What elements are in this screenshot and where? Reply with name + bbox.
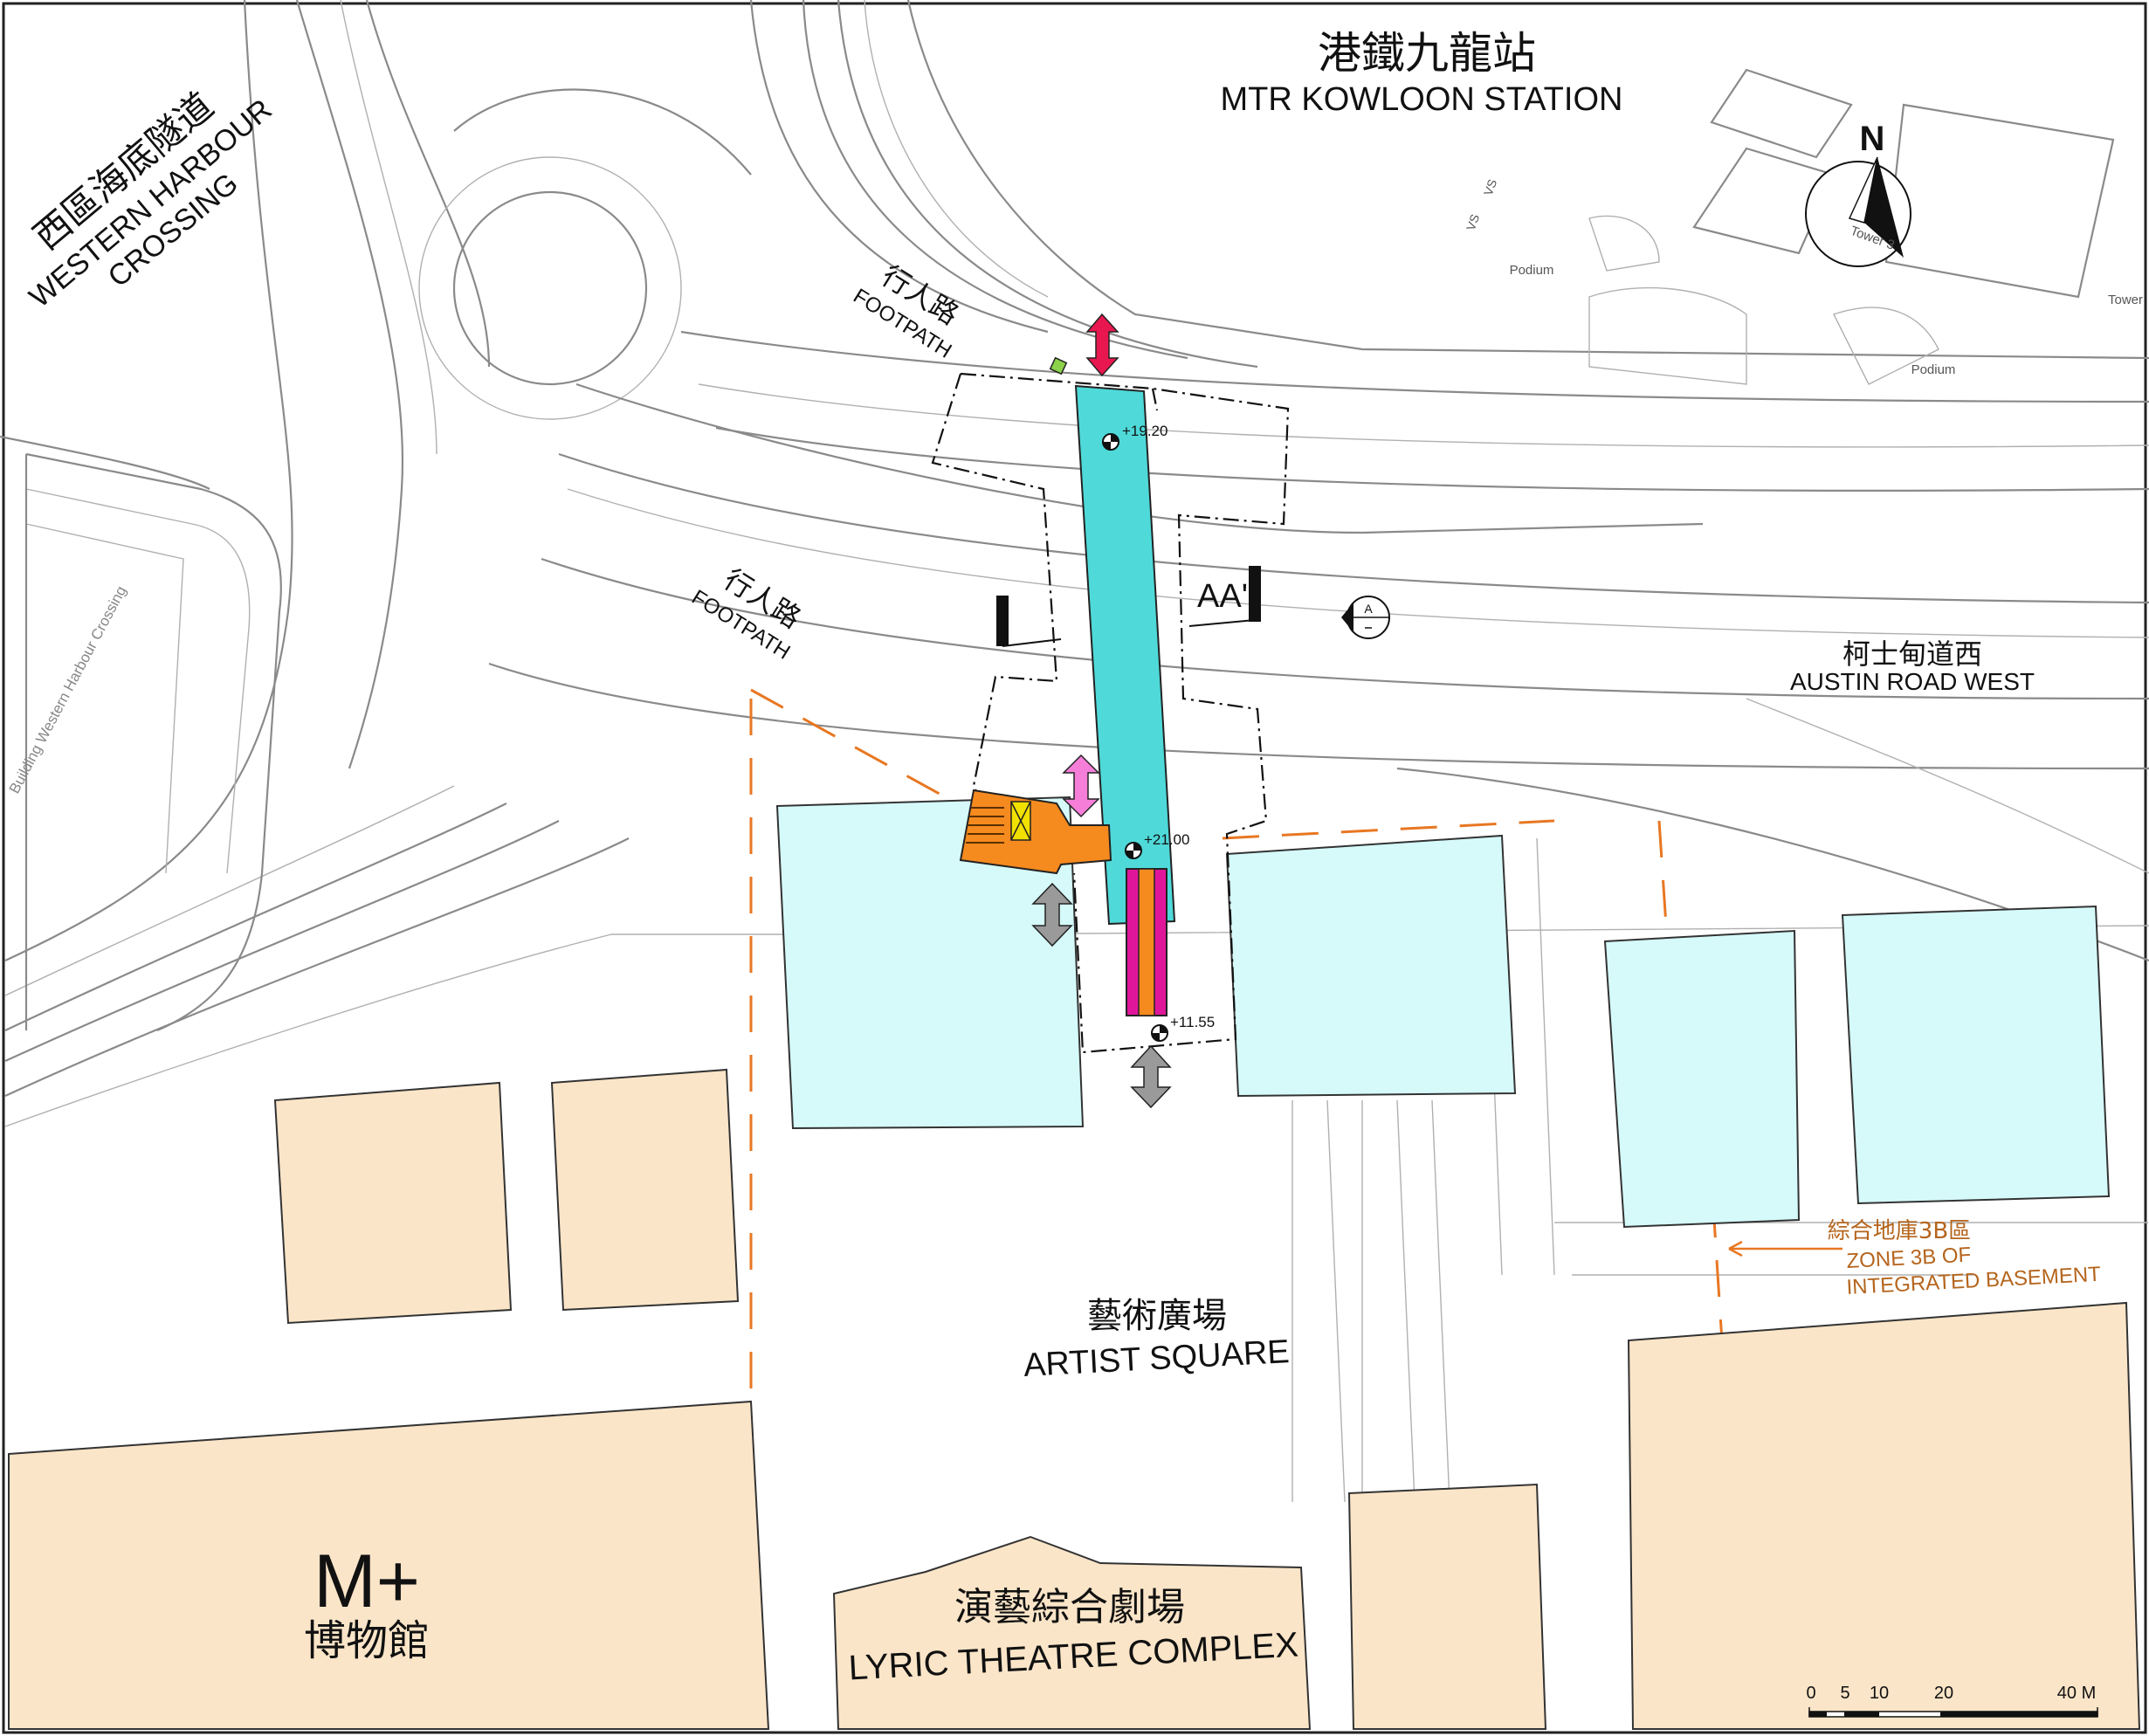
- scale-tick-5: 5: [1840, 1684, 1849, 1703]
- artist-square-zh: 藝術廣場: [1087, 1296, 1227, 1336]
- grey-access-arrow-bottom: [1130, 1044, 1172, 1109]
- plot-right: [1225, 834, 1517, 1098]
- level-marker-icon: [1151, 1024, 1168, 1042]
- austin-road-en: AUSTIN ROAD WEST: [1790, 668, 2035, 695]
- building-block-4: [1627, 1301, 2141, 1730]
- north-label: N: [1860, 120, 1885, 158]
- footbridge-deck: [1074, 384, 1176, 926]
- mplus-museum-building: [8, 1400, 770, 1730]
- stair-lift-structure: [959, 789, 1112, 875]
- kowloon-station-zh: 港鐵九龍站: [1318, 28, 1536, 79]
- scheme-boundary: [931, 372, 1290, 1054]
- scale-tick-40: 40 M: [2057, 1684, 2096, 1703]
- podium-label-2: Podium: [1911, 362, 1956, 377]
- section-symbol-label: A: [1364, 602, 1373, 616]
- plots: [8, 796, 2141, 1730]
- podium-label-1: Podium: [1510, 263, 1554, 278]
- scale-tick-0: 0: [1806, 1684, 1815, 1703]
- section-marker-icon: [1341, 596, 1390, 639]
- section-lines: [996, 566, 1261, 647]
- red-access-arrow: [1085, 313, 1119, 377]
- tower-label-2: Tower: [2108, 293, 2143, 307]
- building-block-1: [273, 1081, 513, 1325]
- survey-marker-icon: [1049, 356, 1068, 375]
- scale-tick-10: 10: [1870, 1684, 1889, 1703]
- austin-road-zh: 柯士甸道西: [1842, 637, 1982, 671]
- north-arrow-icon: [1805, 156, 1911, 267]
- pink-access-arrow: [1062, 754, 1100, 818]
- kowloon-station-en: MTR KOWLOON STATION: [1221, 81, 1623, 118]
- mplus-zh: 博物館: [304, 1616, 430, 1665]
- lyric-theatre-zh: 演藝綜合劇場: [954, 1585, 1185, 1629]
- vs-label-2: VS: [1481, 177, 1499, 197]
- level-marker-icon: [1125, 842, 1142, 859]
- ramp-structure: [1126, 868, 1167, 1016]
- grey-access-arrow-left: [1031, 882, 1073, 947]
- level-marker-icon: [1102, 433, 1119, 451]
- level-bottom: +11.55: [1170, 1014, 1215, 1030]
- building-block-2: [550, 1068, 740, 1312]
- mplus-en: M+: [313, 1540, 420, 1623]
- vs-label-1: VS: [1464, 212, 1482, 232]
- scale-bar: [1808, 1707, 2098, 1718]
- plot-zone-b: [1841, 905, 2111, 1205]
- level-markers: [1102, 433, 1168, 1042]
- lyric-theatre-building: [832, 1535, 1312, 1730]
- section-marker-label: AA': [1197, 578, 1248, 615]
- plot-zone-a: [1603, 929, 1801, 1229]
- access-arrows: [1031, 313, 1172, 1109]
- level-top: +19.20: [1122, 423, 1167, 439]
- level-mid: +21.00: [1144, 831, 1189, 848]
- road-network: [0, 0, 2149, 1503]
- building-block-3: [1347, 1483, 1547, 1730]
- scale-tick-20: 20: [1934, 1684, 1953, 1703]
- zone-label-zh: 綜合地庫3B區: [1828, 1218, 1971, 1244]
